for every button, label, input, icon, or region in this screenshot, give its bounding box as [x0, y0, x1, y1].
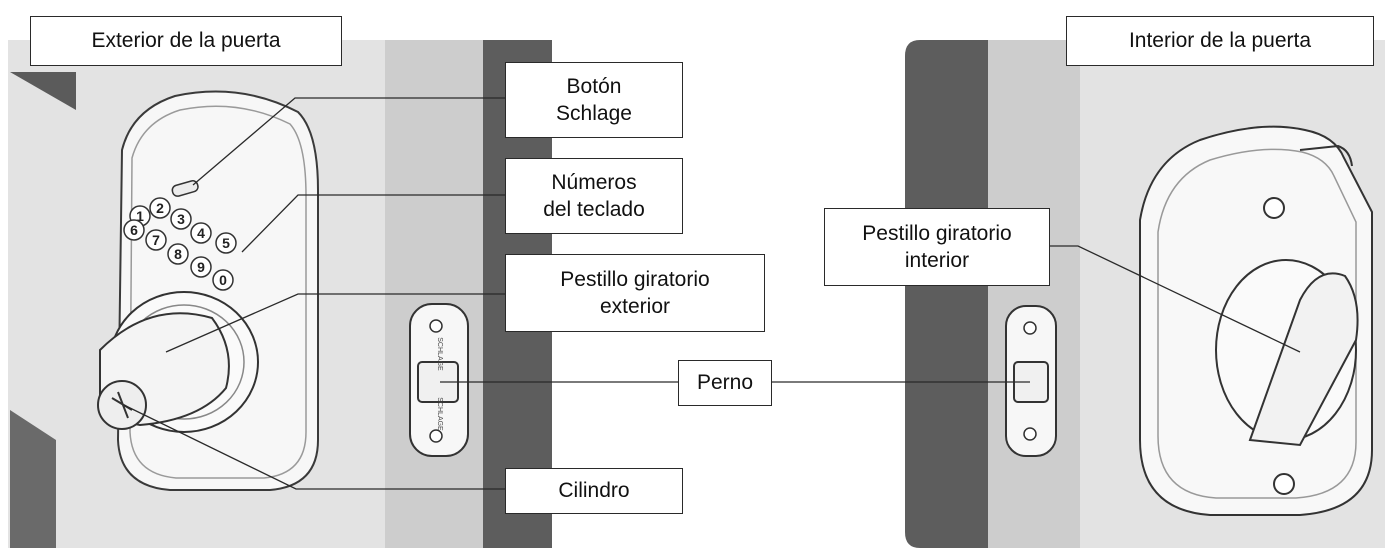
keypad-key-0[interactable] [212, 269, 234, 291]
leader-exterior-thumbturn [165, 293, 505, 353]
keypad-key-label-3: 3 [177, 211, 185, 227]
keypad-key-8[interactable] [167, 243, 189, 265]
label-cylinder: Cilindro [505, 468, 683, 514]
label-exterior-thumbturn: Pestillo giratorio exterior [505, 254, 765, 332]
keypad-key-3[interactable] [170, 208, 192, 230]
interior-strike-plate [1005, 305, 1057, 457]
schlage-button-shape[interactable] [171, 180, 199, 198]
exterior-escutcheon-inner [129, 105, 307, 479]
interior-screw-bottom [1273, 473, 1295, 495]
keypad-key-5[interactable] [215, 232, 237, 254]
keypad-key-label-8: 8 [174, 246, 182, 262]
interior-door-frame [905, 40, 988, 548]
exterior-strike-plate: SCHLAGE SCHLAGE [409, 303, 469, 457]
exterior-escutcheon [116, 90, 319, 491]
interior-scene [905, 40, 1385, 548]
leader-schlage-button [192, 97, 505, 186]
interior-escutcheon-inner [1157, 148, 1357, 499]
leader-lines [123, 97, 1301, 490]
keypad-key-7[interactable] [145, 229, 167, 251]
exterior-lower-frame [10, 410, 56, 548]
label-interior-thumbturn: Pestillo giratorio interior [824, 208, 1050, 286]
keypad-key-label-9: 9 [197, 259, 205, 275]
interior-screw-top [1263, 197, 1285, 219]
interior-escutcheon-tab [1299, 144, 1353, 167]
label-schlage-button: Botón Schlage [505, 62, 683, 138]
strike-plate-text-lower: SCHLAGE [436, 397, 443, 431]
leader-cylinder [123, 404, 505, 490]
interior-thumbturn-shape [1248, 272, 1359, 447]
interior-door-edge [988, 40, 1080, 548]
exterior-frame-corner [10, 72, 76, 110]
keypad-key-label-6: 6 [130, 222, 138, 238]
keypad-key-label-7: 7 [152, 232, 160, 248]
keypad-key-label-5: 5 [222, 235, 230, 251]
strike-plate-text-upper: SCHLAGE [436, 337, 443, 371]
keypad-key-label-4: 4 [197, 225, 205, 241]
label-keypad-numbers: Números del teclado [505, 158, 683, 234]
keypad-key-6[interactable] [123, 219, 145, 241]
interior-title: Interior de la puerta [1066, 16, 1374, 66]
keypad-key-label-0: 0 [219, 272, 227, 288]
keypad-key-9[interactable] [190, 256, 212, 278]
keypad-key-label-2: 2 [156, 200, 164, 216]
leader-keypad-numbers [241, 194, 505, 253]
keypad-key-4[interactable] [190, 222, 212, 244]
leader-interior-thumbturn [1050, 245, 1301, 353]
exterior-title: Exterior de la puerta [30, 16, 342, 66]
label-bolt: Perno [678, 360, 772, 406]
keypad-key-2[interactable] [149, 197, 171, 219]
keypad-key-label-1: 1 [136, 208, 144, 224]
